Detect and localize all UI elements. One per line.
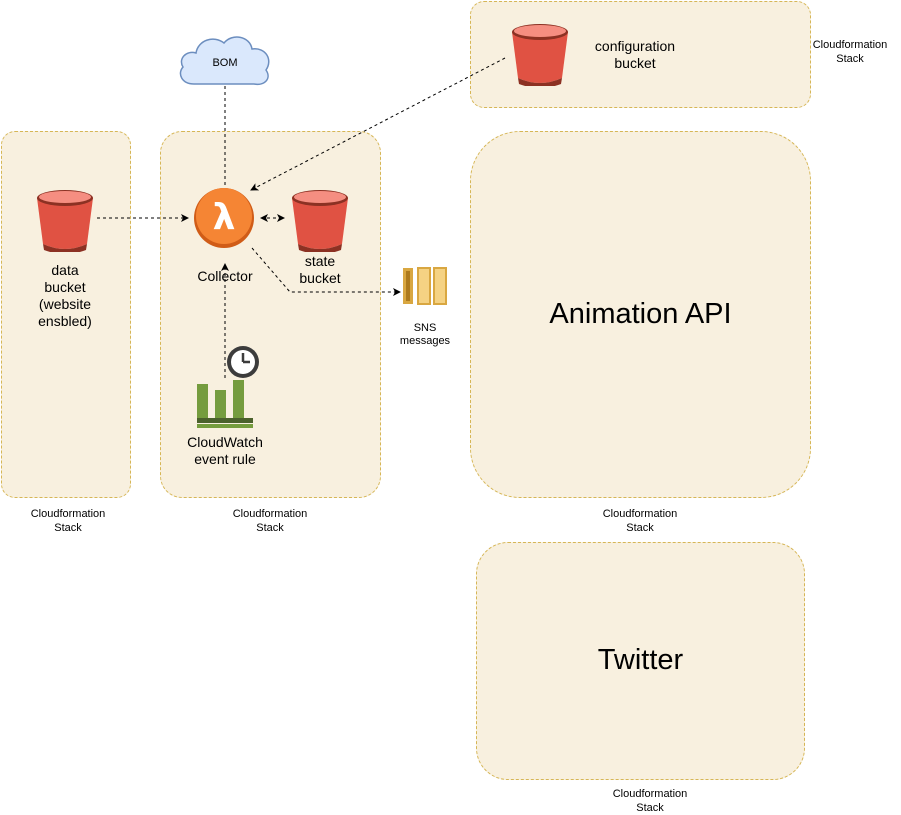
s3-bucket-icon	[37, 190, 93, 252]
bom-label: BOM	[212, 57, 238, 69]
s3-bucket-icon	[512, 24, 568, 86]
config-bucket-to-collector-arrow	[250, 57, 506, 191]
sns-icon	[403, 267, 447, 305]
collector-label: Collector	[197, 268, 253, 284]
animation-api-title: Animation API	[549, 298, 732, 330]
cloud-icon	[179, 36, 270, 86]
clock-icon	[227, 346, 259, 378]
s3-bucket-icon	[292, 190, 348, 252]
svg-text:λ: λ	[213, 197, 236, 238]
twitter-title: Twitter	[597, 644, 684, 676]
collector-stack-container	[160, 131, 381, 498]
collector-to-sns-arrow	[251, 247, 401, 296]
animation-stack-container	[470, 131, 811, 498]
lambda-icon: λ	[194, 188, 254, 248]
cloudwatch-icon	[197, 380, 253, 428]
twitter-stack-container	[476, 542, 805, 780]
